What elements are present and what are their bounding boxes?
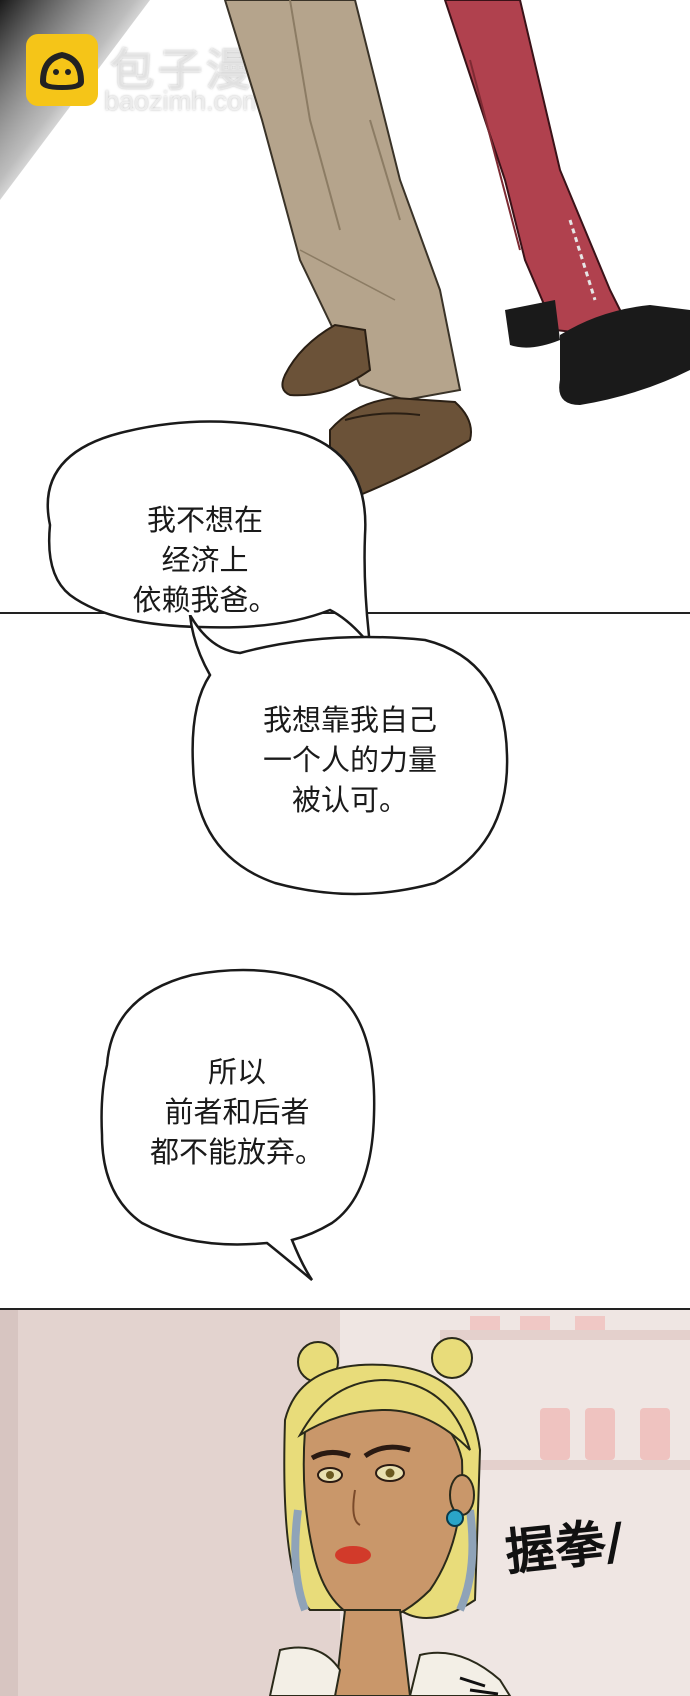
bubble-1-line-3: 依赖我爸。 [132, 583, 278, 617]
legs-illustration [223, 0, 690, 497]
bubble-1-line-2: 经济上 [161, 543, 249, 577]
black-shoe-front [559, 305, 690, 405]
bubble-3-line-2: 前者和后者 [164, 1095, 310, 1129]
bubble-2-text: 我想靠我自己 一个人的力量 被认可。 [235, 700, 465, 820]
watermark-url: baozimh.com [104, 86, 265, 116]
speech-bubble-1 [46, 420, 372, 650]
bottom-panel: 握拳/ [0, 1308, 690, 1696]
bubble-2-line-3: 被认可。 [291, 783, 408, 817]
sound-effect-text: 握拳/ [502, 1510, 627, 1583]
character-illustration [0, 1310, 690, 1696]
black-shoe-back [505, 300, 560, 348]
bubble-3-line-1: 所以 [207, 1055, 266, 1089]
bun-face-icon [26, 34, 98, 106]
beige-pants [223, 0, 462, 402]
bubble-1-text: 我不想在 经济上 依赖我爸。 [110, 500, 300, 620]
bubble-3-line-3: 都不能放弃。 [149, 1135, 324, 1169]
bubble-2-line-1: 我想靠我自己 [262, 703, 437, 737]
bubble-1-line-1: 我不想在 [146, 503, 263, 537]
speech-bubble-2 [188, 615, 509, 896]
bubble-3-text: 所以 前者和后者 都不能放弃。 [132, 1052, 342, 1172]
red-pants [443, 0, 627, 337]
brown-shoe-back [281, 323, 372, 397]
speech-bubble-3 [100, 968, 376, 1281]
bubble-2-line-2: 一个人的力量 [262, 743, 437, 777]
